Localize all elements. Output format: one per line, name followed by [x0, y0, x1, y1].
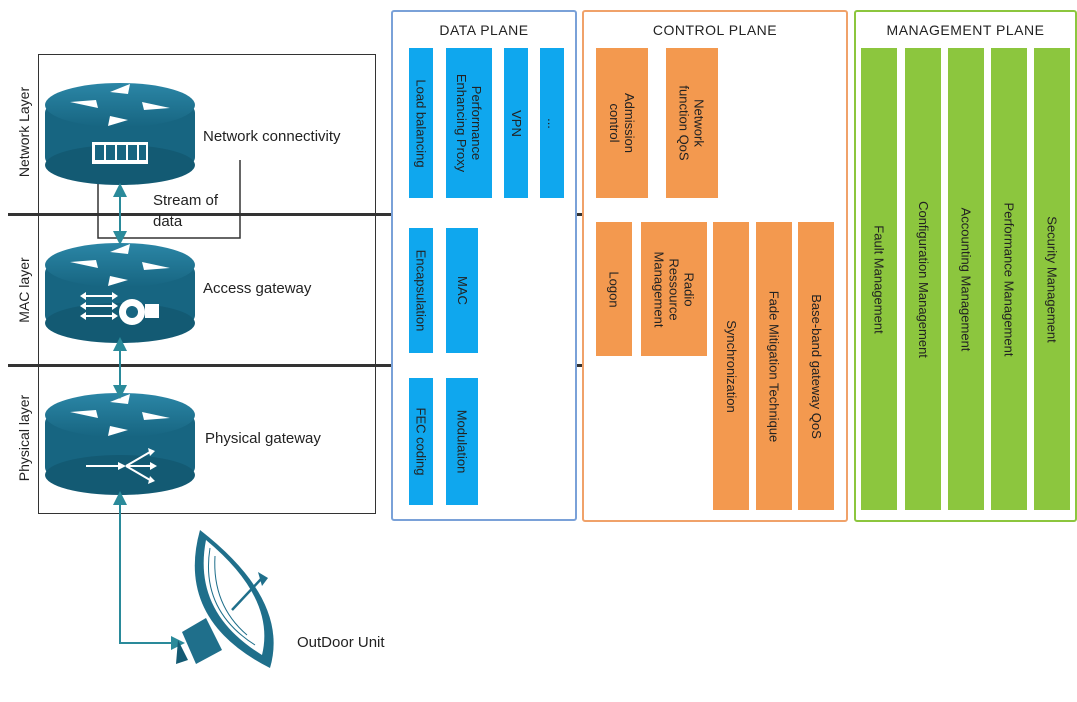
data-item-fec: FEC coding: [409, 378, 433, 505]
physical-gateway-label: Physical gateway: [205, 430, 321, 447]
control-item-bb-qos: Base-band gateway QoS: [798, 222, 834, 510]
control-item-logon: Logon: [596, 222, 632, 356]
data-item-vpn: VPN: [504, 48, 528, 198]
control-item-admission: Admission control: [596, 48, 648, 198]
router-icon: [45, 243, 195, 343]
control-item-rrm: Radio Ressource Management: [641, 222, 707, 356]
mgmt-item-configuration: Configuration Management: [905, 48, 941, 510]
mgmt-item-accounting: Accounting Management: [948, 48, 984, 510]
data-item-mac: MAC: [446, 228, 478, 353]
router-icon: [45, 83, 195, 185]
satellite-dish-icon: [176, 530, 274, 668]
data-item-encapsulation: Encapsulation: [409, 228, 433, 353]
mgmt-item-performance: Performance Management: [991, 48, 1027, 510]
control-item-nf-qos: Network function QoS: [666, 48, 718, 198]
data-item-pep: Performance Enhancing Proxy: [446, 48, 492, 198]
outdoor-unit-label: OutDoor Unit: [297, 634, 385, 651]
mgmt-item-security: Security Management: [1034, 48, 1070, 510]
mgmt-item-fault: Fault Management: [861, 48, 897, 510]
data-item-more: ...: [540, 48, 564, 198]
stream-of-data-label: Stream of data: [153, 192, 219, 230]
control-item-fmt: Fade Mitigation Technique: [756, 222, 792, 510]
control-plane-title: CONTROL PLANE: [652, 22, 778, 38]
management-plane-title: MANAGEMENT PLANE: [886, 22, 1045, 38]
control-item-synchronization: Synchronization: [713, 222, 749, 510]
access-gateway-label: Access gateway: [203, 280, 312, 297]
data-item-modulation: Modulation: [446, 378, 478, 505]
data-item-load-balancing: Load balancing: [409, 48, 433, 198]
router-icon: [45, 393, 195, 495]
data-plane-title: DATA PLANE: [439, 22, 529, 38]
network-connectivity-label: Network connectivity: [203, 128, 341, 145]
